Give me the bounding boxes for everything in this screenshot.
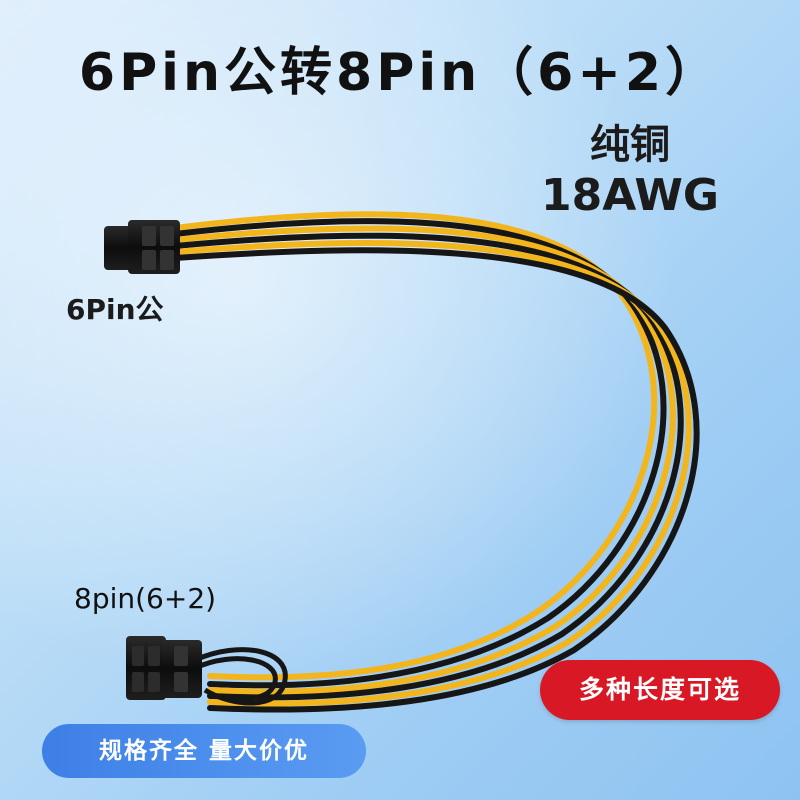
wire-black-3 — [172, 247, 700, 713]
wire-bundle — [172, 211, 700, 713]
wire-gauge-spec: 18AWG — [541, 170, 719, 221]
material-spec: 纯铜 — [590, 122, 670, 168]
wire-black-1 — [172, 218, 667, 689]
label-6pin-male: 6Pin公 — [66, 293, 164, 326]
wire-yellow-2 — [172, 225, 676, 695]
promo-badge: 规格齐全 量大价优 — [42, 724, 366, 778]
product-title: 6Pin公转8Pin（6+2） — [78, 43, 722, 103]
wire-yellow-3 — [172, 240, 692, 707]
wire-black-2 — [172, 232, 684, 701]
lengths-available-badge: 多种长度可选 — [540, 660, 780, 720]
label-8pin-female: 8pin(6+2) — [74, 582, 217, 615]
connector-8pin-female — [126, 636, 202, 700]
connector-6pin-male — [104, 220, 180, 274]
wire-yellow-1 — [172, 211, 658, 681]
two-pin-loop — [193, 647, 288, 706]
